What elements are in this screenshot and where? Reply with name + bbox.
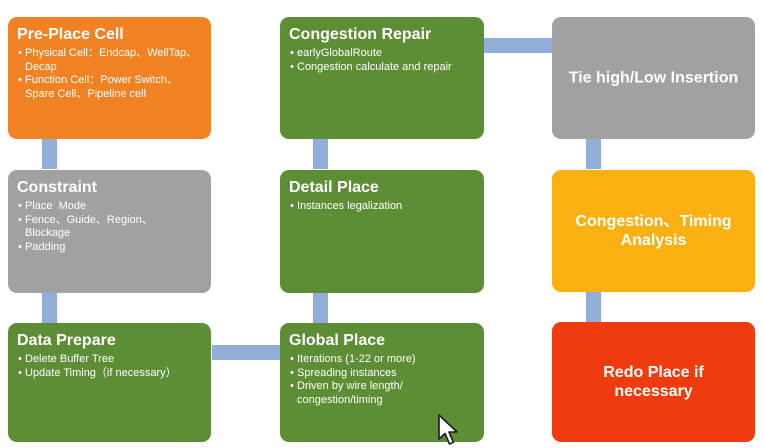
list-item: Physical Cell：Endcap、WellTap、Decap xyxy=(18,47,207,74)
list-item: Delete Buffer Tree xyxy=(18,353,207,367)
data-prepare-list: Delete Buffer Tree Update Timing（if nece… xyxy=(8,353,211,380)
congestion-repair-box: Congestion Repair earlyGlobalRoute Conge… xyxy=(280,17,484,139)
list-item: Update Timing（if necessary） xyxy=(18,367,207,381)
congestion-repair-title: Congestion Repair xyxy=(289,26,432,43)
list-item: earlyGlobalRoute xyxy=(290,47,480,61)
connector-congestiontiming-redo xyxy=(586,292,601,322)
pre-place-cell-list: Physical Cell：Endcap、WellTap、Decap Funct… xyxy=(8,47,211,101)
pre-place-cell-title: Pre-Place Cell xyxy=(17,26,124,43)
data-prepare-box: Data Prepare Delete Buffer Tree Update T… xyxy=(8,323,211,442)
global-place-list: Iterations (1-22 or more) Spreading inst… xyxy=(280,353,484,407)
list-item: Iterations (1-22 or more) xyxy=(290,353,434,367)
list-item: Fence、Guide、Region、Blockage xyxy=(18,214,181,241)
list-item: Driven by wire length/ congestion/timing xyxy=(290,380,434,407)
detail-place-box: Detail Place Instances legalization xyxy=(280,170,484,293)
mouse-cursor-icon xyxy=(438,414,458,445)
pre-place-cell-box: Pre-Place Cell Physical Cell：Endcap、Well… xyxy=(8,17,211,139)
data-prepare-title: Data Prepare xyxy=(17,332,116,349)
list-item: Congestion calculate and repair xyxy=(290,61,480,75)
global-place-box: Global Place Iterations (1-22 or more) S… xyxy=(280,323,484,442)
constraint-title: Constraint xyxy=(17,179,97,196)
connector-detailplace-congestionrepair xyxy=(313,139,328,169)
redo-place-title: Redo Place if necessary xyxy=(603,364,704,400)
detail-place-title: Detail Place xyxy=(289,179,379,196)
connector-globalplace-detailplace xyxy=(313,293,328,323)
global-place-title: Global Place xyxy=(289,332,386,349)
tie-insertion-box: Tie high/Low Insertion xyxy=(552,17,755,139)
connector-tie-congestiontiming xyxy=(586,139,601,169)
congestion-repair-list: earlyGlobalRoute Congestion calculate an… xyxy=(280,47,484,74)
list-item: Function Cell：Power Switch、Spare Cell、Pi… xyxy=(18,74,207,101)
connector-constraint-dataprepare xyxy=(42,293,57,323)
list-item: Instances legalization xyxy=(290,200,480,214)
connector-preplace-constraint xyxy=(42,139,57,169)
constraint-list: Place Mode Fence、Guide、Region、Blockage P… xyxy=(8,200,211,254)
connector-congestionrepair-tie xyxy=(484,38,552,53)
redo-place-box: Redo Place if necessary xyxy=(552,322,755,442)
connector-dataprepare-globalplace xyxy=(212,345,280,360)
constraint-box: Constraint Place Mode Fence、Guide、Region… xyxy=(8,170,211,293)
list-item: Spreading instances xyxy=(290,367,434,381)
list-item: Place Mode xyxy=(18,200,181,214)
congestion-timing-title: Congestion、Timing Analysis xyxy=(575,213,732,249)
tie-insertion-title: Tie high/Low Insertion xyxy=(568,69,739,87)
detail-place-list: Instances legalization xyxy=(280,200,484,214)
list-item: Padding xyxy=(18,241,181,255)
congestion-timing-box: Congestion、Timing Analysis xyxy=(552,170,755,292)
